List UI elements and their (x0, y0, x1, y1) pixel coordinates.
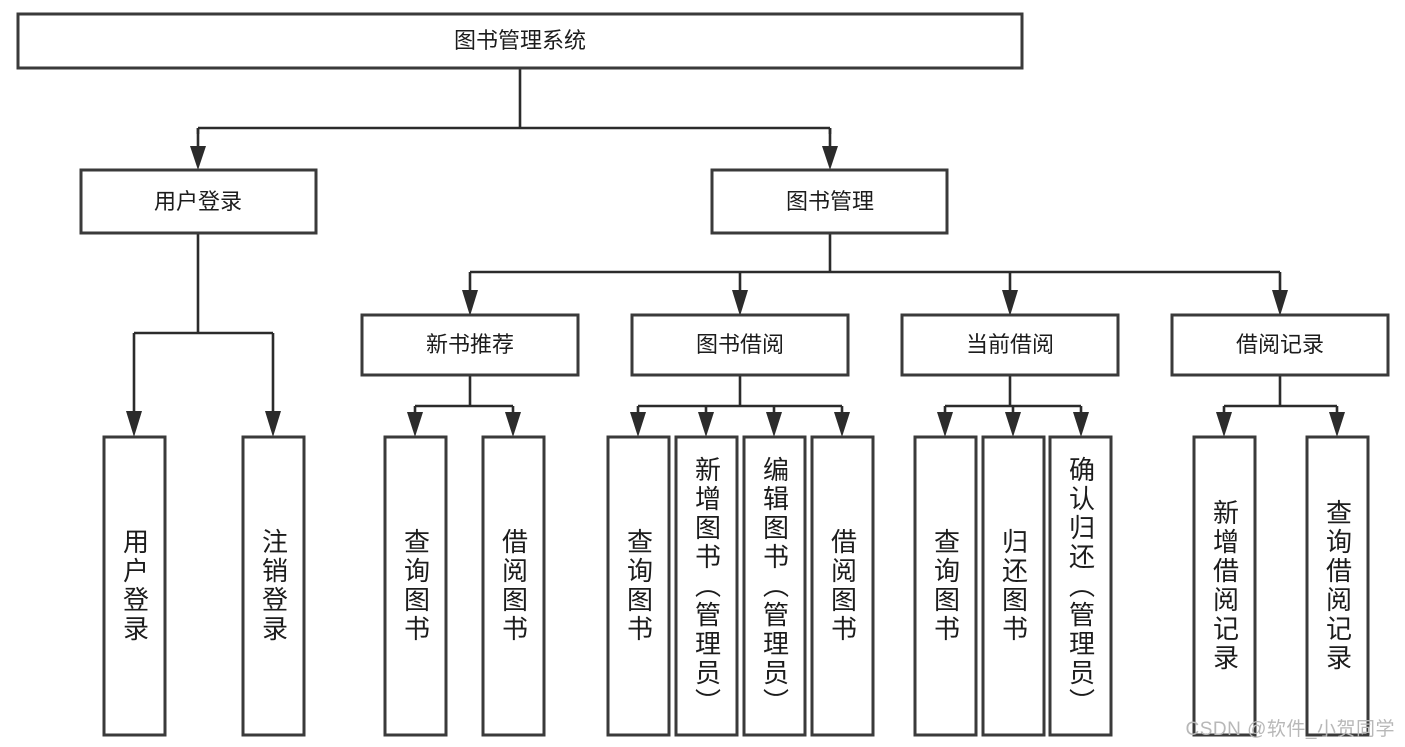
leaf-box-user-login[interactable] (102, 435, 167, 737)
arrow-to-user-login (190, 146, 206, 170)
leaf-box-bb-borrow-book[interactable] (810, 435, 875, 737)
arrow-to-book-manage (822, 146, 838, 170)
node-root[interactable] (16, 12, 1024, 70)
leaf-box-bb-add-book[interactable] (674, 435, 739, 737)
leaf-box-nb-query-book[interactable] (383, 435, 448, 737)
arrow-leaf-cb-return (1005, 412, 1021, 437)
nodes-layer (16, 12, 1390, 737)
arrow-leaf-cb-confirm (1073, 412, 1089, 437)
node-user-login[interactable] (79, 168, 318, 235)
arrow-leaf-logout (265, 411, 281, 437)
arrow-leaf-br-add (1216, 412, 1232, 437)
watermark-text: CSDN @软件_小贺同学 (1185, 719, 1395, 740)
arrow-leaf-user-login (126, 411, 142, 437)
leaf-box-br-query-record[interactable] (1305, 435, 1370, 737)
node-book-manage[interactable] (710, 168, 949, 235)
arrow-leaf-bb-query (630, 412, 646, 437)
arrow-to-new-book (462, 290, 478, 316)
arrow-leaf-br-query (1329, 412, 1345, 437)
node-book-manage-label: 图书管理 (786, 189, 874, 214)
node-new-book-recommend[interactable] (360, 313, 580, 377)
leaf-box-bb-query-book[interactable] (606, 435, 671, 737)
node-root-label: 图书管理系统 (454, 28, 586, 53)
leaf-box-cb-return-book[interactable] (981, 435, 1046, 737)
node-new-book-recommend-label: 新书推荐 (426, 332, 514, 357)
leaf-box-br-add-record[interactable] (1192, 435, 1257, 737)
node-book-borrow[interactable] (630, 313, 850, 377)
arrow-leaf-bb-add (698, 412, 714, 437)
leaf-box-cb-confirm-return[interactable] (1048, 435, 1113, 737)
arrow-leaf-newbook-borrow (505, 412, 521, 437)
node-current-borrow[interactable] (900, 313, 1120, 377)
node-borrow-record-label: 借阅记录 (1236, 332, 1324, 357)
edges-layer (126, 68, 1345, 437)
arrow-leaf-bb-edit (766, 412, 782, 437)
leaf-box-bb-edit-book[interactable] (742, 435, 807, 737)
arrow-to-current-borrow (1002, 290, 1018, 316)
node-borrow-record[interactable] (1170, 313, 1390, 377)
arrow-to-borrow-record (1272, 290, 1288, 316)
arrow-to-book-borrow (732, 290, 748, 316)
leaf-box-cb-query-book[interactable] (913, 435, 978, 737)
labels-layer: 图书管理系统 用户登录 图书管理 新书推荐 图书借阅 当前借阅 借阅记录 (154, 28, 1324, 357)
leaf-box-logout[interactable] (241, 435, 306, 737)
arrow-leaf-bb-borrow (834, 412, 850, 437)
leaf-box-nb-borrow-book[interactable] (481, 435, 546, 737)
arrow-leaf-newbook-query (407, 412, 423, 437)
node-current-borrow-label: 当前借阅 (966, 332, 1054, 357)
arrow-leaf-cb-query (937, 412, 953, 437)
node-user-login-label: 用户登录 (154, 189, 242, 214)
node-book-borrow-label: 图书借阅 (696, 332, 784, 357)
